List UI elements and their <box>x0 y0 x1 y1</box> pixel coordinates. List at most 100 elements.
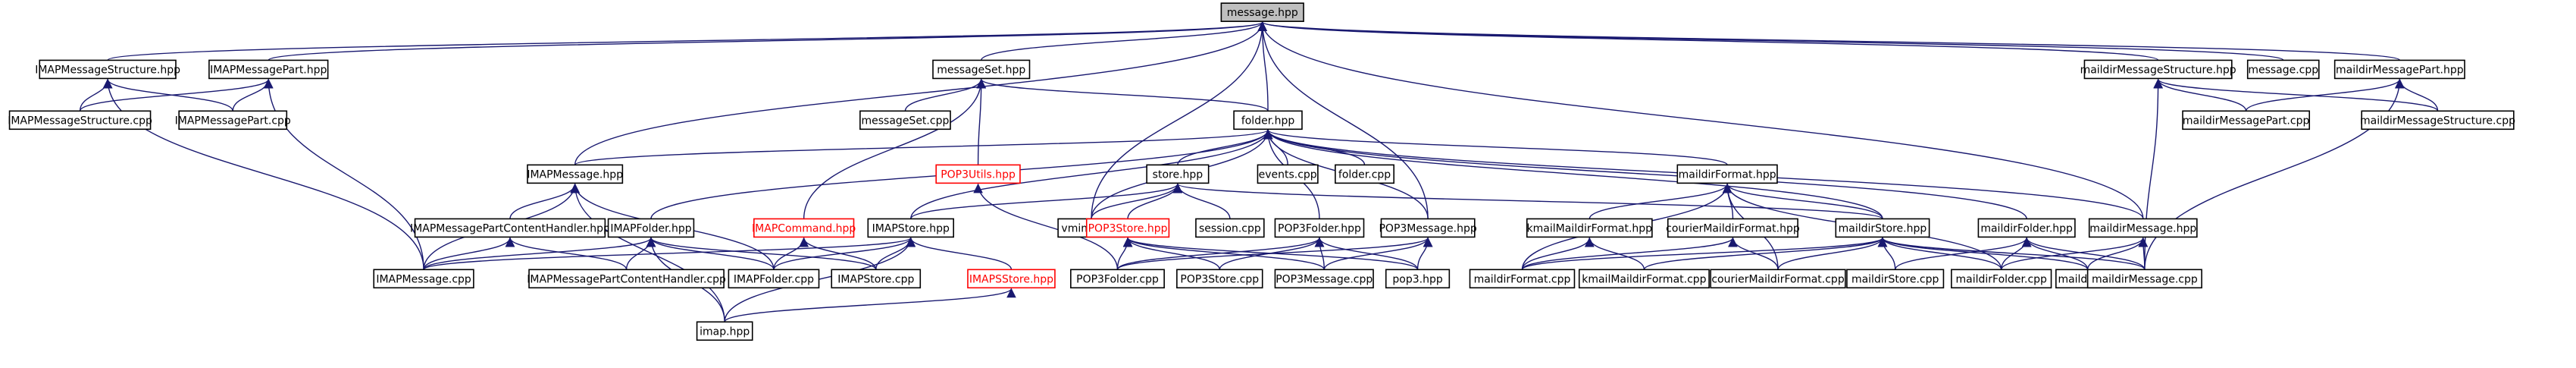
node-IMAPMessagePart-hpp[interactable]: IMAPMessagePart.hpp <box>208 59 329 80</box>
node-maildirMessage-cpp[interactable]: maildirMessage.cpp <box>2086 269 2202 289</box>
edge-IMAPMessagePartContentHandler_cpp-to-IMAPMessagePartContentHandler_hpp <box>505 237 628 270</box>
node-courierMaildirFormat-cpp[interactable]: courierMaildirFormat.cpp <box>1710 269 1846 289</box>
node-store-hpp[interactable]: store.hpp <box>1146 164 1210 184</box>
edge-maildirFolder_cpp-to-maildirMessage_hpp <box>2001 237 2148 270</box>
edge-imap_hpp-to-IMAPSStore_hpp <box>724 288 1016 322</box>
edge-maildir_hpp-to-maildirStore_hpp <box>1877 237 2089 270</box>
node-label: IMAPMessage.cpp <box>376 273 471 285</box>
edge-IMAPMessage_cpp-to-IMAPMessagePartContentHandler_hpp <box>423 237 515 270</box>
node-box <box>1274 269 1374 289</box>
node-POP3Utils-hpp[interactable]: POP3Utils.hpp <box>935 164 1021 184</box>
node-box <box>696 321 753 341</box>
edge-IMAPCommand_hpp-to-messageSet_hpp <box>803 78 987 219</box>
node-box <box>1070 269 1165 289</box>
edge-IMAPMessage_cpp-to-IMAPStore_hpp <box>423 237 916 270</box>
edge-IMAPMessagePart_cpp-to-IMAPMessagePart_hpp <box>232 78 274 112</box>
node-box <box>178 110 288 131</box>
node-maildirFolder-hpp[interactable]: maildirFolder.hpp <box>1977 218 2076 238</box>
node-POP3Folder-cpp[interactable]: POP3Folder.cpp <box>1070 269 1165 289</box>
node-IMAPFolder-hpp[interactable]: IMAPFolder.hpp <box>607 218 695 238</box>
node-label: IMAPStore.cpp <box>837 273 914 285</box>
node-folder-hpp[interactable]: folder.hpp <box>1233 110 1303 131</box>
node-message-cpp[interactable]: message.cpp <box>2246 59 2320 80</box>
node-POP3Store-hpp[interactable]: POP3Store.hpp <box>1085 218 1170 238</box>
node-IMAPMessagePartContentHandler-hpp[interactable]: IMAPMessagePartContentHandler.hpp <box>410 218 610 238</box>
node-box <box>1220 2 1304 22</box>
node-kmailMaildirFormat-cpp[interactable]: kmailMaildirFormat.cpp <box>1578 269 1710 289</box>
edge-IMAPStore_hpp-to-folder_hpp <box>910 129 1273 219</box>
node-box <box>528 269 725 289</box>
node-IMAPStore-cpp[interactable]: IMAPStore.cpp <box>831 269 922 289</box>
node-pop3-hpp[interactable]: pop3.hpp <box>1385 269 1451 289</box>
node-IMAPMessagePart-cpp[interactable]: IMAPMessagePart.cpp <box>175 110 291 131</box>
node-maildirMessageStructure-hpp[interactable]: maildirMessageStructure.hpp <box>2080 59 2236 80</box>
node-label: POP3Store.cpp <box>1180 273 1259 285</box>
edge-kmailMaildirFormat_cpp-to-maildirStore_hpp <box>1643 237 1888 270</box>
node-maildirMessageStructure-cpp[interactable]: maildirMessageStructure.cpp <box>2360 110 2515 131</box>
node-POP3Store-cpp[interactable]: POP3Store.cpp <box>1176 269 1263 289</box>
edge-maildirStore_cpp-to-maildirFolder_hpp <box>1894 237 2032 270</box>
edge-IMAPMessageStructure_hpp-to-message_hpp <box>107 21 1267 61</box>
node-IMAPMessageStructure-hpp[interactable]: IMAPMessageStructure.hpp <box>35 59 180 80</box>
node-events-cpp[interactable]: events.cpp <box>1257 164 1319 184</box>
node-box <box>1846 269 1945 289</box>
node-label: IMAPSStore.hpp <box>969 273 1053 285</box>
node-IMAPStore-hpp[interactable]: IMAPStore.hpp <box>867 218 954 238</box>
node-label: messageSet.cpp <box>862 115 950 127</box>
node-messageSet-hpp[interactable]: messageSet.hpp <box>932 59 1031 80</box>
node-label: maildirFolder.hpp <box>1980 222 2073 234</box>
node-IMAPSStore-hpp[interactable]: IMAPSStore.hpp <box>967 269 1056 289</box>
node-label: courierMaildirFormat.cpp <box>1711 273 1844 285</box>
edge-POP3Store_cpp-to-POP3Store_hpp <box>1122 237 1220 270</box>
node-maildirStore-cpp[interactable]: maildirStore.cpp <box>1846 269 1945 289</box>
edge-POP3Folder_cpp-to-POP3Utils_hpp <box>973 183 1119 270</box>
edge-IMAPMessageStructure_cpp-to-IMAPMessagePart_hpp <box>79 78 274 112</box>
node-label: maildirFormat.hpp <box>1679 168 1776 181</box>
node-messageSet-cpp[interactable]: messageSet.cpp <box>859 110 951 131</box>
node-POP3Message-cpp[interactable]: POP3Message.cpp <box>1274 269 1374 289</box>
edge-POP3Folder_cpp-to-POP3Folder_hpp <box>1116 237 1325 270</box>
node-imap-hpp[interactable]: imap.hpp <box>696 321 753 341</box>
node-IMAPMessage-cpp[interactable]: IMAPMessage.cpp <box>373 269 474 289</box>
node-maildirStore-hpp[interactable]: maildirStore.hpp <box>1835 218 1930 238</box>
node-IMAPMessage-hpp[interactable]: IMAPMessage.hpp <box>527 164 624 184</box>
node-label: maildirMessagePart.cpp <box>2183 115 2310 127</box>
node-maildirFormat-cpp[interactable]: maildirFormat.cpp <box>1469 269 1576 289</box>
node-IMAPFolder-cpp[interactable]: IMAPFolder.cpp <box>728 269 820 289</box>
node-box <box>831 269 922 289</box>
node-courierMaildirFormat-hpp[interactable]: courierMaildirFormat.hpp <box>1666 218 1800 238</box>
node-IMAPMessagePartContentHandler-cpp[interactable]: IMAPMessagePartContentHandler.cpp <box>527 269 726 289</box>
node-maildirMessage-hpp[interactable]: maildirMessage.hpp <box>2088 218 2198 238</box>
node-message-hpp[interactable]: message.hpp <box>1220 2 1304 22</box>
node-box <box>527 164 624 184</box>
node-maildirMessagePart-hpp[interactable]: maildirMessagePart.hpp <box>2333 59 2465 80</box>
node-maildirFormat-hpp[interactable]: maildirFormat.hpp <box>1676 164 1778 184</box>
edge-maildirMessagePart_cpp-to-maildirMessagePart_hpp <box>2245 78 2405 112</box>
node-box <box>859 110 951 131</box>
node-POP3Folder-hpp[interactable]: POP3Folder.hpp <box>1274 218 1365 238</box>
edge-maildirMessagePart_cpp-to-maildirMessageStructure_hpp <box>2153 78 2247 112</box>
edge-maildirMessageStructure_hpp-to-message_hpp <box>1258 21 2159 61</box>
node-box <box>1977 218 2076 238</box>
node-box <box>39 59 177 80</box>
node-box <box>967 269 1056 289</box>
edge-maildirStore_hpp-to-store_hpp <box>1173 183 1883 220</box>
node-box <box>1667 218 1798 238</box>
node-folder-cpp[interactable]: folder.cpp <box>1335 164 1394 184</box>
node-maildirMessagePart-cpp[interactable]: maildirMessagePart.cpp <box>2182 110 2311 131</box>
node-label: courierMaildirFormat.hpp <box>1666 222 1800 234</box>
node-IMAPMessageStructure-cpp[interactable]: IMAPMessageStructure.cpp <box>8 110 152 131</box>
node-label: POP3Message.cpp <box>1275 273 1373 285</box>
node-box <box>1195 218 1265 238</box>
node-POP3Message-hpp[interactable]: POP3Message.hpp <box>1379 218 1477 238</box>
edge-maildirFormat_cpp-to-maildirStore_hpp <box>1521 237 1887 270</box>
edge-messageSet_hpp-to-message_hpp <box>981 21 1267 61</box>
node-maildirFolder-cpp[interactable]: maildirFolder.cpp <box>1951 269 2052 289</box>
node-IMAPCommand-hpp[interactable]: IMAPCommand.hpp <box>752 218 856 238</box>
node-kmailMaildirFormat-hpp[interactable]: kmailMaildirFormat.hpp <box>1526 218 1653 238</box>
node-label: maildirMessagePart.hpp <box>2336 64 2464 76</box>
node-label: IMAPCommand.hpp <box>752 222 856 234</box>
node-session-cpp[interactable]: session.cpp <box>1195 218 1265 238</box>
edge-POP3Message_cpp-to-POP3Message_hpp <box>1323 237 1433 270</box>
